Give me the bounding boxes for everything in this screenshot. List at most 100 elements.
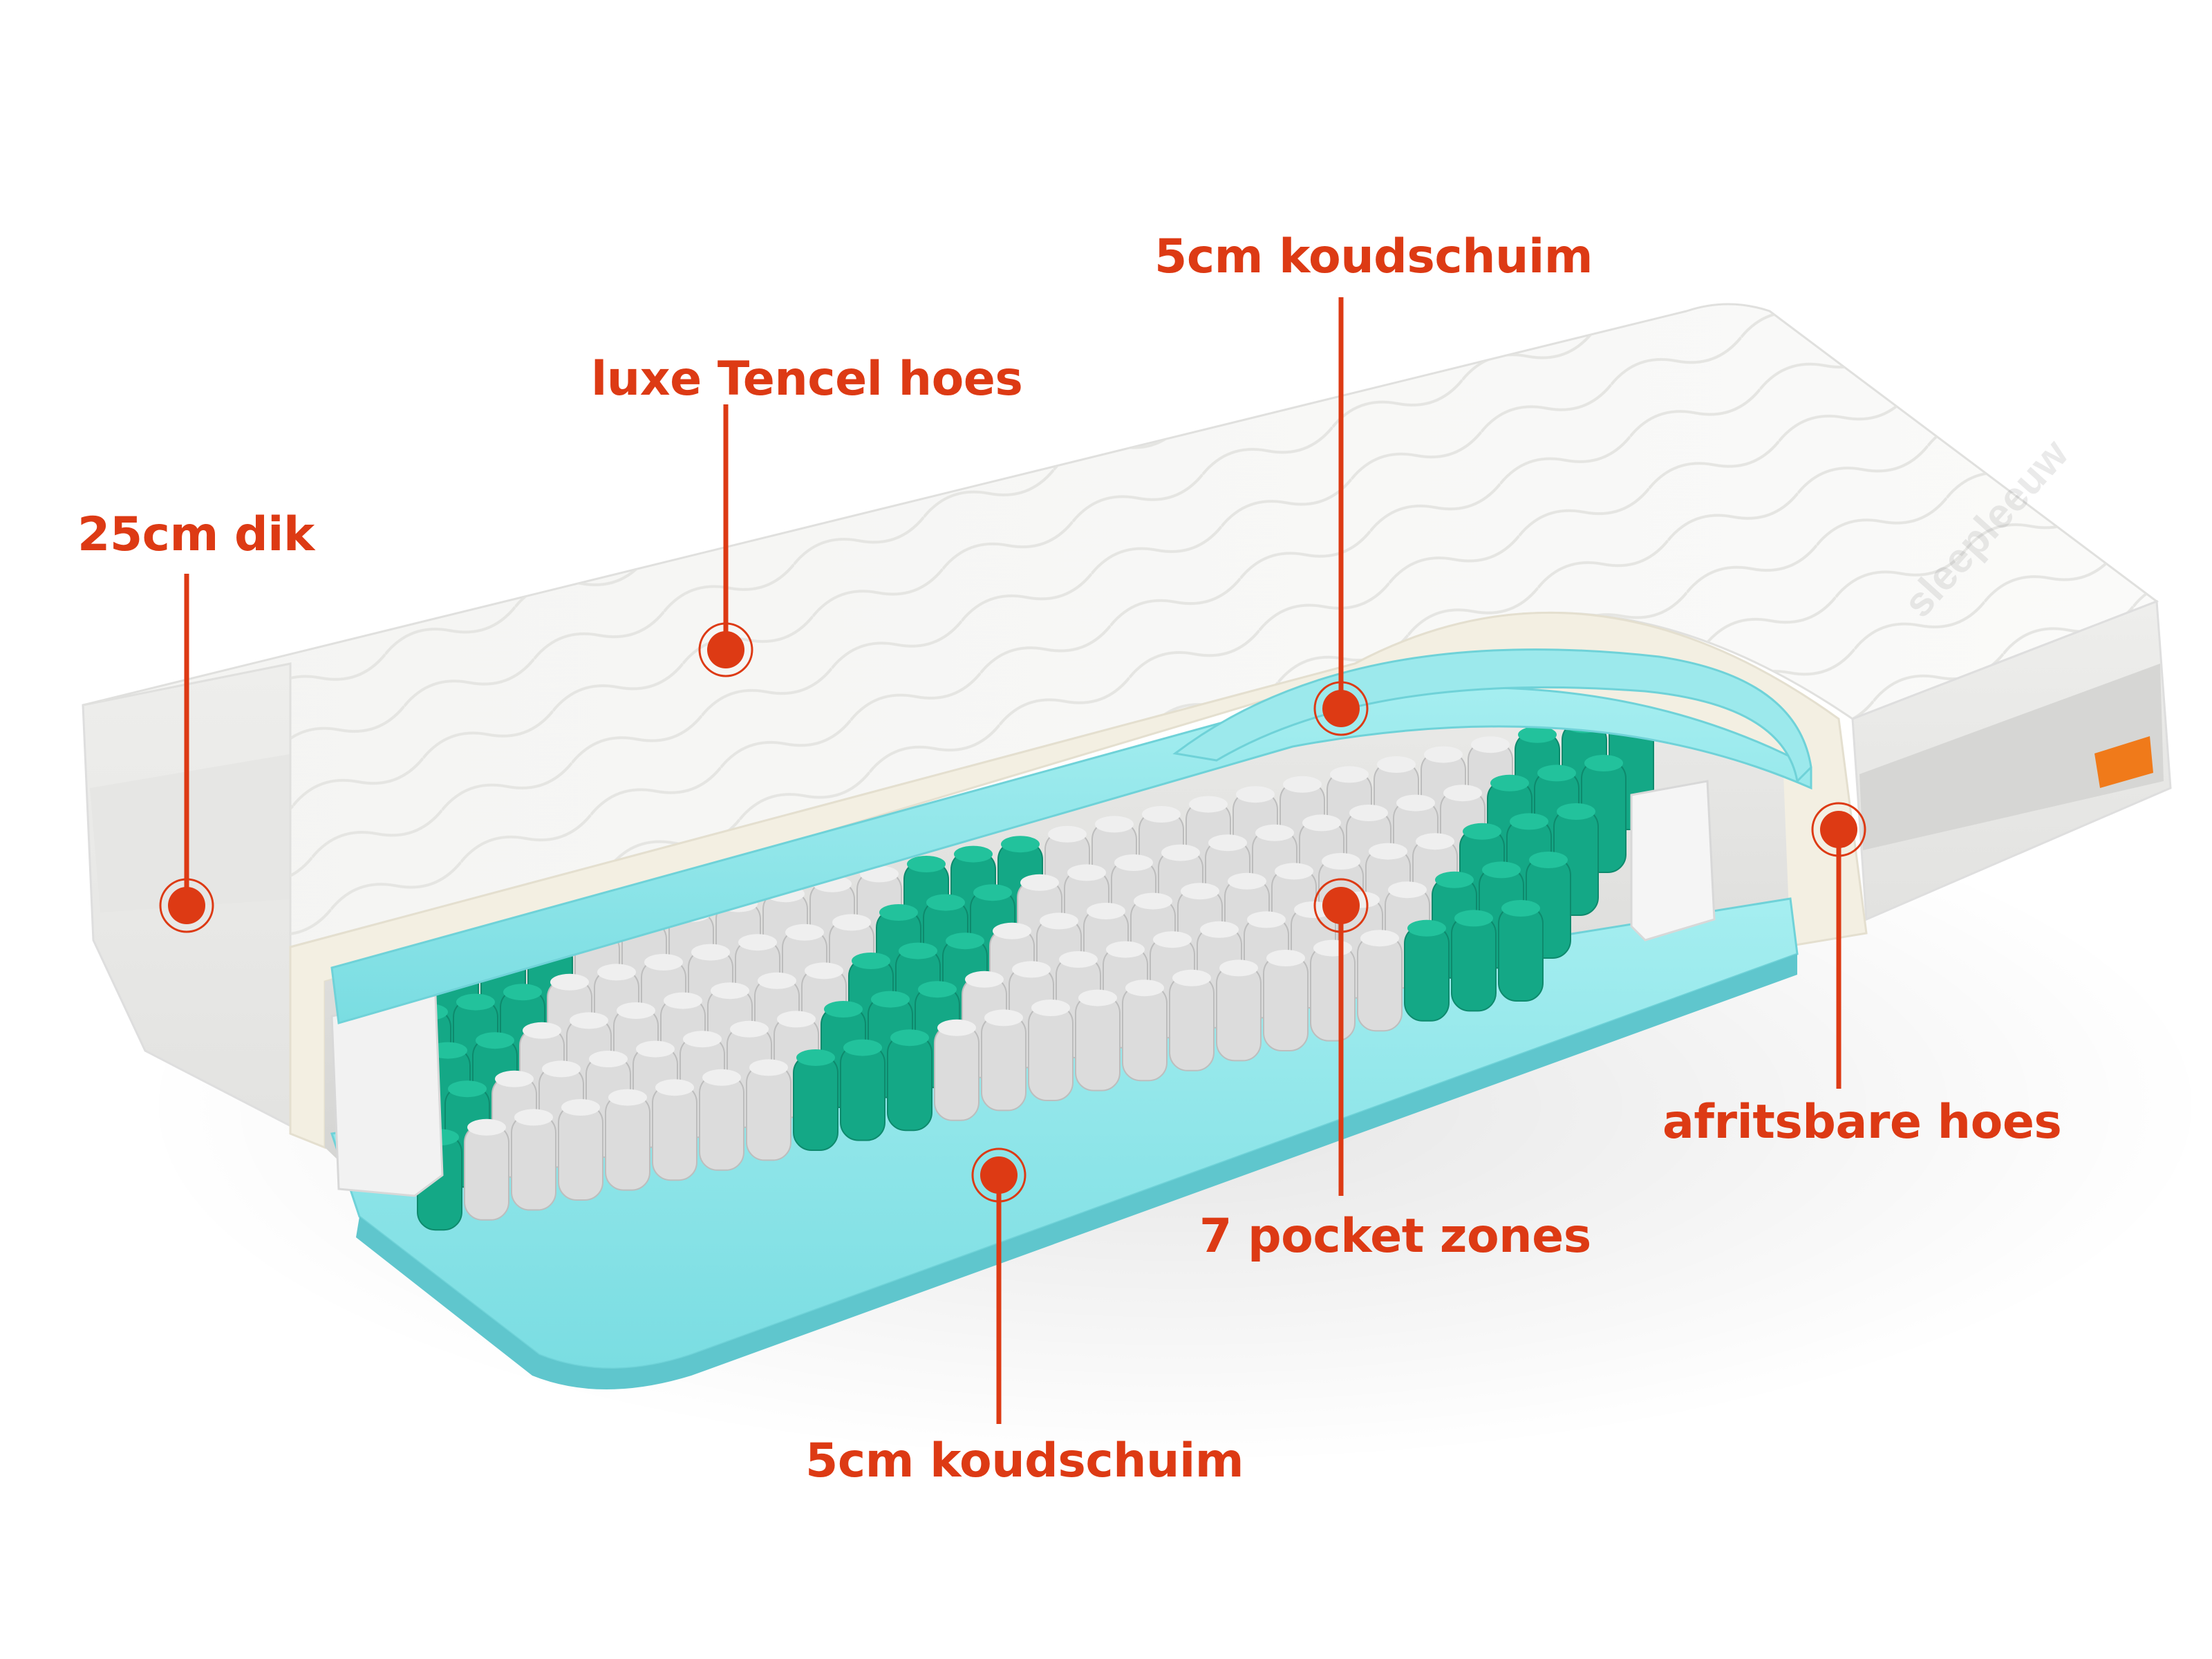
pocket-spring-cap — [871, 991, 910, 1008]
pocket-spring-cap — [1040, 912, 1078, 930]
pocket-spring-cap — [476, 1032, 514, 1049]
pocket-spring-cap — [589, 1051, 628, 1067]
pocket-spring-cap — [1247, 911, 1286, 928]
pocket-spring-cap — [514, 1109, 553, 1126]
pocket-spring-cap — [448, 1080, 487, 1098]
pocket-spring-soft — [558, 1104, 603, 1201]
bottom-foam-edge — [356, 954, 1797, 1389]
dot-bottom-foam — [971, 1147, 1027, 1203]
pocket-spring-soft — [1075, 994, 1121, 1091]
mattress-side-band — [1859, 664, 2164, 850]
pocket-spring-cap — [965, 971, 1004, 988]
pocket-spring-firm — [1451, 915, 1497, 1012]
label-removable-cover: afritsbare hoes — [1662, 1095, 2062, 1150]
pocket-spring-cap — [1443, 785, 1482, 802]
pocket-spring-cap — [824, 1001, 863, 1018]
label-pocket-zones: 7 pocket zones — [1199, 1209, 1591, 1264]
pocket-spring-cap — [617, 1002, 655, 1019]
mattress-left-band — [90, 753, 297, 912]
pocket-spring-cap — [550, 973, 589, 991]
label-bottom-foam: 5cm koudschuim — [805, 1434, 1244, 1488]
pocket-spring-cap — [758, 972, 796, 989]
pocket-spring-cap — [805, 962, 843, 980]
pocket-spring-cap — [899, 942, 937, 959]
pocket-spring-cap — [1142, 806, 1181, 823]
pocket-spring-cap — [1557, 803, 1595, 820]
dot-cover — [698, 622, 753, 677]
orange-tag — [2094, 736, 2153, 788]
pocket-spring-cap — [879, 904, 918, 921]
pocket-spring-soft — [511, 1114, 556, 1211]
pocket-spring-cap — [1012, 961, 1051, 978]
pocket-spring-cap — [1501, 900, 1540, 917]
pocket-spring-cap — [918, 981, 957, 998]
dot-top-foam — [1313, 681, 1369, 736]
pocket-spring-cap — [456, 993, 495, 1011]
pocket-spring-soft — [464, 1123, 509, 1221]
pocket-spring-cap — [1313, 939, 1352, 957]
pocket-spring-cap — [785, 924, 824, 941]
foam-block-left — [330, 994, 444, 1197]
pocket-spring-cap — [495, 1070, 534, 1087]
pocket-spring-soft — [652, 1084, 697, 1181]
pocket-spring-soft — [1263, 955, 1309, 1051]
pocket-spring-cap — [1031, 1000, 1070, 1016]
foam-block-right — [1630, 780, 1716, 941]
pocket-spring-cap — [1322, 853, 1360, 870]
pocket-spring-cap — [1067, 864, 1106, 881]
pocket-spring-cap — [1463, 823, 1501, 840]
pocket-spring-cap — [467, 1118, 506, 1136]
dot-removable-cover — [1811, 802, 1866, 857]
pocket-spring-cap — [655, 1079, 694, 1096]
pocket-spring-cap — [1095, 816, 1134, 833]
pocket-spring-cap — [1369, 843, 1407, 860]
pocket-spring-cap — [1416, 833, 1454, 850]
pocket-spring-cap — [926, 894, 965, 911]
pocket-spring-cap — [1360, 930, 1399, 947]
pocket-spring-cap — [1134, 892, 1172, 910]
pocket-spring-cap — [1200, 921, 1239, 938]
pocket-spring-cap — [597, 964, 636, 981]
pocket-spring-firm — [887, 1034, 932, 1132]
pocket-spring-cap — [702, 1069, 741, 1086]
pocket-spring-cap — [636, 1040, 675, 1058]
pocket-spring-cap — [1078, 989, 1117, 1006]
pocket-spring-cap — [1153, 931, 1192, 948]
pocket-spring-cap — [1537, 765, 1576, 782]
pocket-spring-cap — [973, 884, 1012, 901]
pocket-spring-soft — [1216, 964, 1262, 1062]
pocket-spring-cap — [523, 1022, 561, 1039]
pocket-spring-firm — [1498, 905, 1544, 1002]
pocket-spring-cap — [1275, 863, 1313, 880]
dot-pocket-zones — [1313, 878, 1369, 933]
pocket-spring-cap — [711, 982, 749, 1000]
pocket-spring-firm — [1404, 924, 1450, 1022]
pocket-spring-soft — [746, 1064, 791, 1161]
pocket-spring-cap — [852, 953, 890, 969]
pocket-spring-cap — [738, 934, 777, 951]
pocket-spring-cap — [1189, 796, 1228, 813]
pocket-spring-cap — [954, 845, 993, 863]
pocket-spring-cap — [542, 1060, 581, 1078]
pocket-spring-cap — [1114, 854, 1153, 871]
pocket-spring-cap — [1266, 950, 1305, 966]
pocket-spring-cap — [730, 1020, 769, 1038]
callout-lines — [184, 297, 1841, 1424]
pocket-spring-cap — [1349, 805, 1388, 821]
pocket-spring-cap — [749, 1059, 788, 1076]
pocket-spring-cap — [843, 1039, 882, 1056]
dot-thickness — [159, 878, 214, 933]
pocket-spring-cap — [890, 1029, 929, 1047]
pocket-spring-cap — [1106, 941, 1145, 958]
pocket-spring-cap — [1228, 872, 1266, 890]
label-cover-tencel: luxe Tencel hoes — [591, 352, 1023, 406]
pocket-spring-cap — [832, 914, 871, 931]
pocket-spring-cap — [1407, 919, 1446, 937]
pocket-spring-soft — [1310, 944, 1356, 1042]
pocket-spring-cap — [503, 984, 542, 1001]
pocket-spring-cap — [1208, 834, 1247, 852]
pocket-spring-cap — [1518, 726, 1557, 743]
pocket-spring-soft — [1357, 935, 1403, 1032]
pocket-spring-cap — [1396, 794, 1435, 812]
